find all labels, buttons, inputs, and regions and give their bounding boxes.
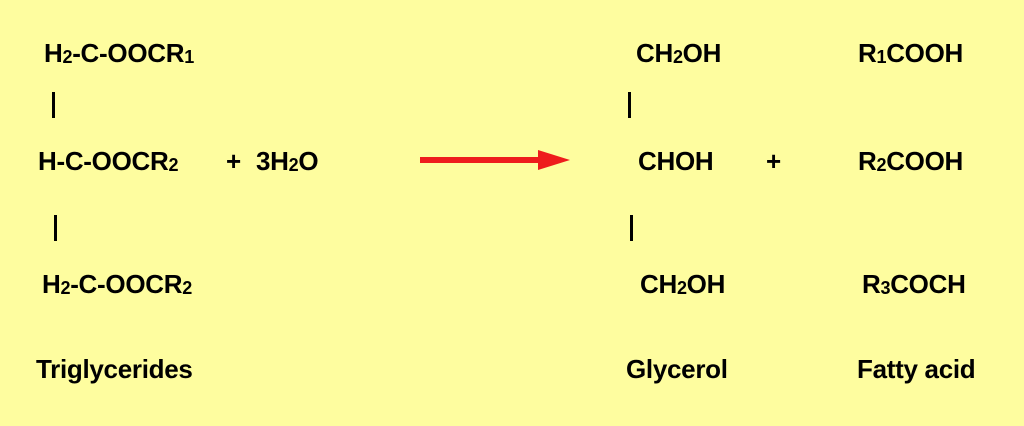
plus-sign: +: [226, 146, 241, 176]
bond-line: [54, 215, 57, 241]
fatty-acid-line-1: R1COOH: [858, 38, 964, 68]
water: 3H2O: [256, 146, 319, 176]
triglyceride-line-3: H2-C-OOCR2: [42, 269, 192, 299]
bond-line: [52, 92, 55, 118]
fatty-acid-label: Fatty acid: [857, 354, 976, 384]
glycerol-line-1: CH2OH: [636, 38, 722, 68]
fatty-acid-line-3: R3COCH: [862, 269, 966, 299]
triglyceride-line-2: H-C-OOCR2: [38, 146, 179, 176]
glycerol-line-3: CH2OH: [640, 269, 726, 299]
fatty-acid-line-2: R2COOH: [858, 146, 964, 176]
triglyceride-line-1: H2-C-OOCR1: [44, 38, 194, 68]
bond-line: [630, 215, 633, 241]
glycerol-label: Glycerol: [626, 354, 728, 384]
plus-sign: +: [766, 146, 781, 176]
glycerol-line-2: CHOH: [638, 146, 714, 176]
triglycerides-label: Triglycerides: [36, 354, 193, 384]
reaction-arrow-icon: [420, 150, 570, 170]
bond-line: [628, 92, 631, 118]
